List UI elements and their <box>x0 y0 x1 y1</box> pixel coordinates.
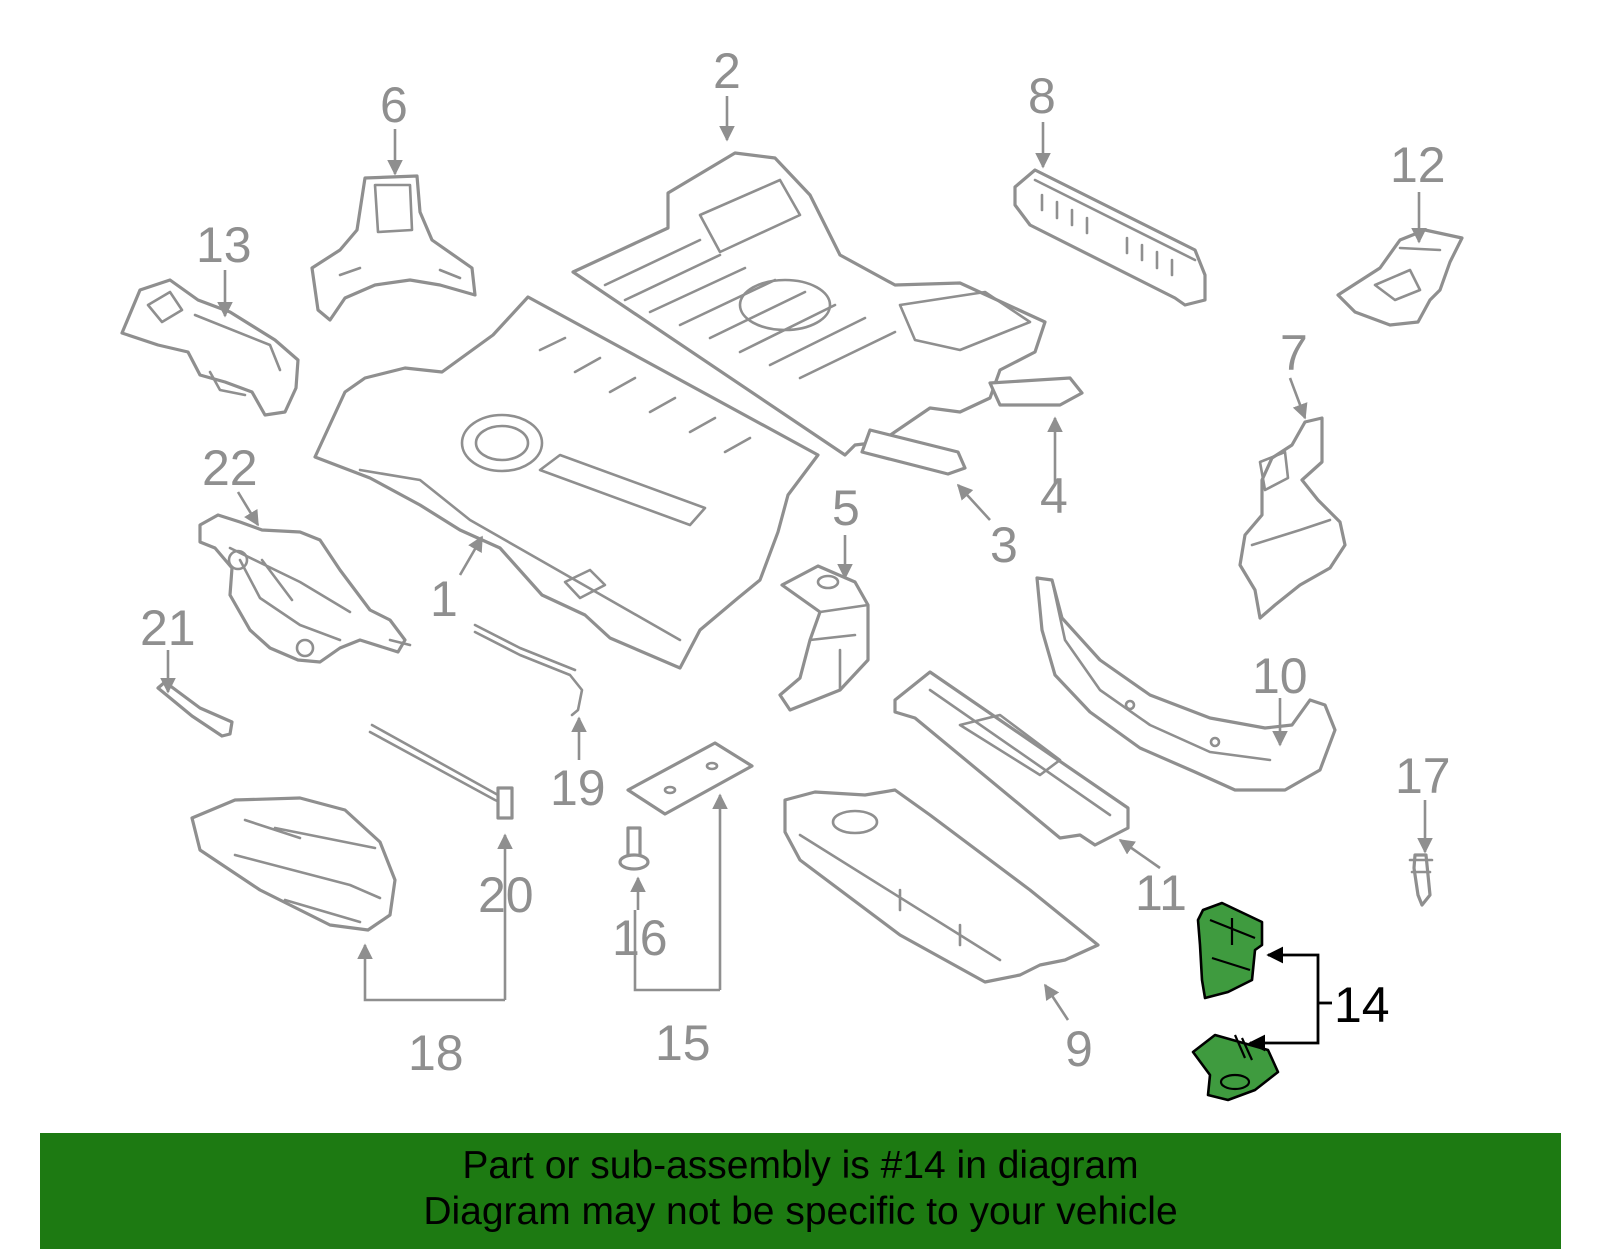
leader-lines-14 <box>1248 946 1332 1052</box>
part-11-rail[interactable] <box>893 670 1130 847</box>
callout-19: 19 <box>550 760 606 816</box>
callout-17: 17 <box>1395 748 1451 804</box>
callout-11: 11 <box>1135 865 1187 921</box>
banner-line-2: Diagram may not be specific to your vehi… <box>423 1190 1178 1233</box>
part-20-strap[interactable] <box>368 723 514 820</box>
callout-12: 12 <box>1390 137 1446 193</box>
callout-14: 14 <box>1334 977 1390 1033</box>
parts-diagram: 1 2 3 4 5 6 7 8 9 10 11 12 13 14 15 16 1… <box>120 43 1464 1102</box>
leader-lines <box>160 96 1433 1021</box>
callout-7: 7 <box>1280 325 1308 381</box>
part-3-rail[interactable] <box>860 428 967 476</box>
part-10-rail[interactable] <box>1035 576 1337 792</box>
callout-15: 15 <box>655 1015 711 1071</box>
callout-10: 10 <box>1252 648 1308 704</box>
part-5-bracket[interactable] <box>778 564 870 712</box>
part-18-tray[interactable] <box>190 796 397 932</box>
callout-numbers: 1 2 3 4 5 6 7 8 9 10 11 12 13 14 15 16 1… <box>140 43 1451 1081</box>
callout-13: 13 <box>196 217 252 273</box>
part-22-jack[interactable] <box>198 513 412 664</box>
callout-6: 6 <box>380 77 408 133</box>
callout-20: 20 <box>478 867 534 923</box>
part-15-plate[interactable] <box>626 741 754 816</box>
callout-3: 3 <box>990 517 1018 573</box>
banner-line-1: Part or sub-assembly is #14 in diagram <box>462 1144 1139 1187</box>
info-banner: Part or sub-assembly is #14 in diagram D… <box>40 1133 1561 1249</box>
part-14-highlighted[interactable] <box>1191 901 1280 1102</box>
part-12-bracket[interactable] <box>1336 228 1464 327</box>
part-17-clip[interactable] <box>1408 853 1434 907</box>
callout-1: 1 <box>430 571 458 627</box>
part-16-bolt[interactable] <box>618 826 650 871</box>
part-4-rail[interactable] <box>988 376 1084 407</box>
callout-2: 2 <box>713 43 741 99</box>
callout-5: 5 <box>832 480 860 536</box>
part-9-rail[interactable] <box>783 788 1100 984</box>
part-8-rail[interactable] <box>1013 168 1207 307</box>
callout-22: 22 <box>202 440 258 496</box>
callout-8: 8 <box>1028 68 1056 124</box>
part-7-bracket[interactable] <box>1238 416 1347 620</box>
part-6-bracket[interactable] <box>310 174 477 322</box>
callout-16: 16 <box>612 910 668 966</box>
callout-9: 9 <box>1065 1021 1093 1077</box>
callout-21: 21 <box>140 600 196 656</box>
callout-18: 18 <box>408 1025 464 1081</box>
part-13-bracket[interactable] <box>120 278 300 417</box>
callout-4: 4 <box>1040 468 1068 524</box>
part-19-rod[interactable] <box>473 623 584 717</box>
